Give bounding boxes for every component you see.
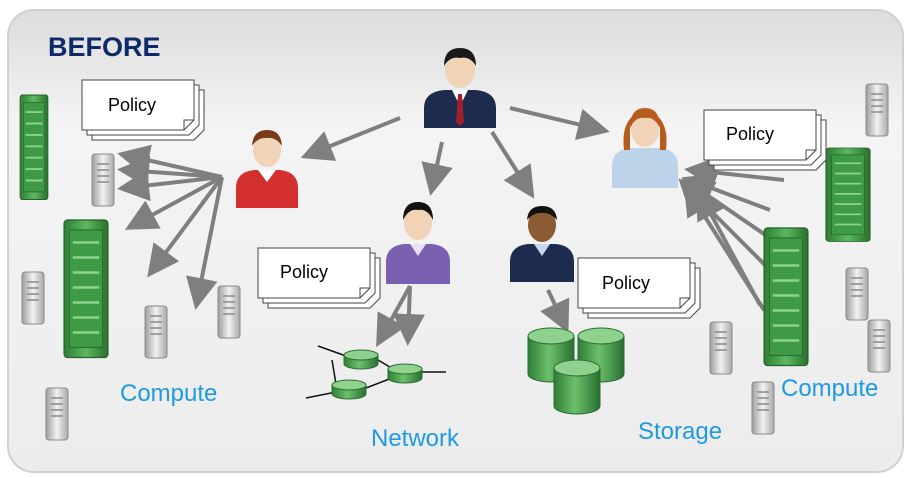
policy-document-icon: Policy [257,247,381,309]
label-network: Network [371,425,460,452]
person-avatar [612,108,678,188]
diagram-panel [7,9,904,473]
person-avatar [510,206,574,282]
policy-document-icon: Policy [703,109,827,171]
policy-document-icon: Policy [81,79,205,141]
server-tower-icon [91,153,115,207]
person-avatar [236,130,298,208]
server-tower-icon [751,381,775,435]
network-switch-icon [305,345,446,400]
server-tower-icon [865,83,889,137]
server-tower-icon [709,321,733,375]
server-tower-icon [45,387,69,441]
server-tower-icon [144,305,168,359]
server-tower-icon [217,285,241,339]
relationship-arrows [117,106,785,347]
label-compute-right: Compute [781,375,878,402]
diagram-title: BEFORE [48,32,161,62]
manager-avatar [424,48,496,128]
policy-label: Policy [726,124,774,144]
policy-label: Policy [108,95,156,115]
label-storage: Storage [638,418,722,445]
server-rack-icon [762,226,810,367]
policy-document-icon: Policy [577,257,701,319]
server-rack-icon [62,218,110,359]
server-rack-icon [824,146,872,243]
label-compute-left: Compute [120,380,217,407]
policy-label: Policy [602,273,650,293]
person-avatar [386,202,450,284]
server-tower-icon [845,267,869,321]
server-tower-icon [867,319,891,373]
server-tower-icon [21,271,45,325]
policy-label: Policy [280,262,328,282]
server-rack-icon [19,94,49,201]
